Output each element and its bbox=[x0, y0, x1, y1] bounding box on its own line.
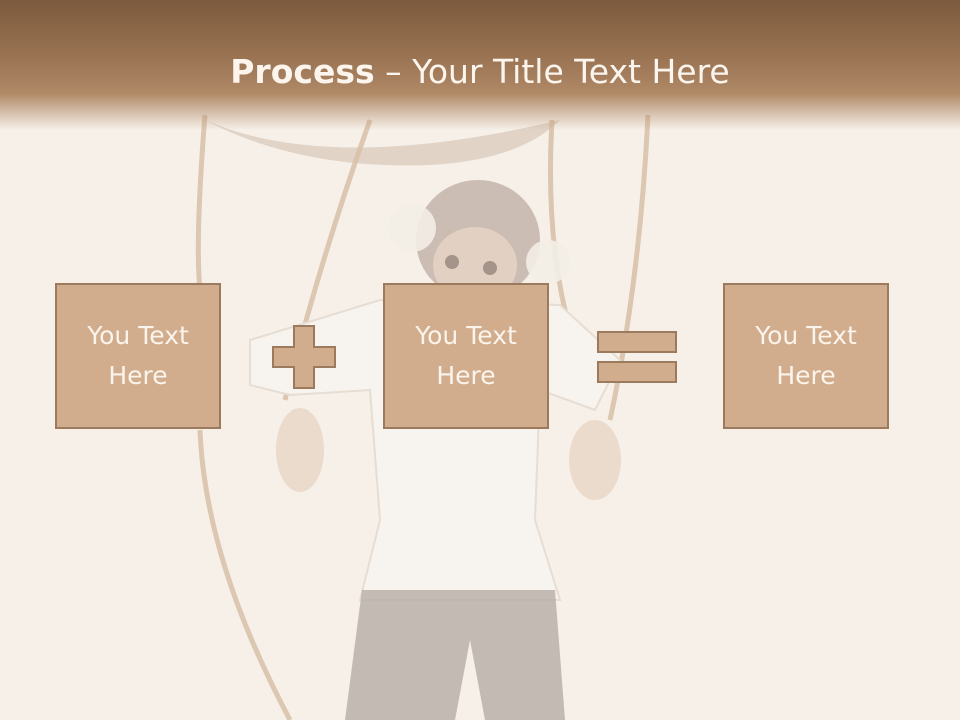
slide-title: Process – Your Title Text Here bbox=[0, 52, 960, 91]
text-box-3-label: You Text Here bbox=[755, 321, 857, 390]
equals-icon bbox=[597, 331, 677, 383]
title-rest: – Your Title Text Here bbox=[374, 52, 730, 91]
plus-icon bbox=[272, 325, 336, 389]
title-bold: Process bbox=[230, 52, 375, 91]
text-box-1-label: You Text Here bbox=[87, 321, 189, 390]
text-box-3[interactable]: You Text Here bbox=[723, 283, 889, 429]
text-box-2[interactable]: You Text Here bbox=[383, 283, 549, 429]
title-bar bbox=[0, 0, 960, 130]
text-box-1[interactable]: You Text Here bbox=[55, 283, 221, 429]
text-box-2-label: You Text Here bbox=[415, 321, 517, 390]
